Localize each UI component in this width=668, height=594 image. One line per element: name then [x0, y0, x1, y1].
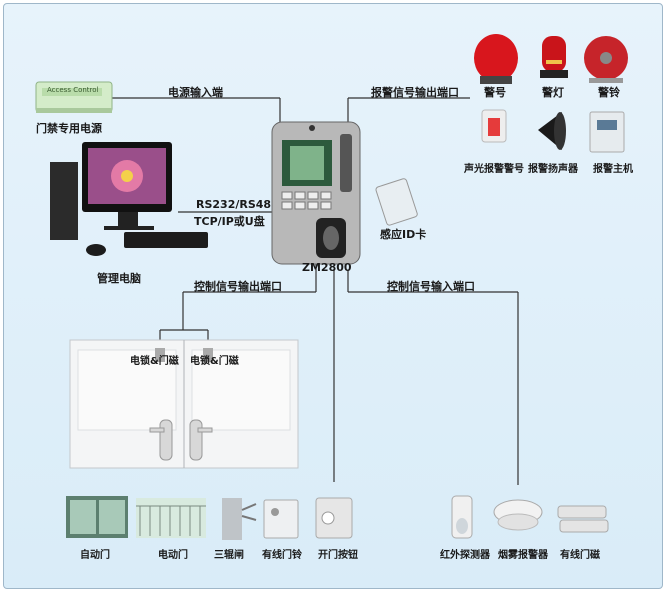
- ctrl-out-line-label: 控制信号输出端口: [194, 280, 282, 293]
- ctrl-out-item-2: 三辊闸: [214, 550, 244, 561]
- alarm-item-0: 警号: [484, 86, 506, 99]
- alarm-item-4: 报警扬声器: [528, 164, 578, 175]
- pc-label: 管理电脑: [97, 272, 141, 285]
- diagram-frame: [3, 3, 663, 589]
- card-label: 感应ID卡: [380, 228, 427, 241]
- lock-label-left: 电锁&门磁: [130, 356, 179, 367]
- alarm-item-5: 报警主机: [593, 164, 633, 175]
- exit-button-icon: [315, 497, 353, 539]
- ctrl-out-item-4: 开门按钮: [318, 550, 358, 561]
- pc-interface-line1: RS232/RS485: [196, 198, 279, 211]
- ctrl-out-item-3: 有线门铃: [262, 550, 302, 561]
- ctrl-in-item-1: 烟雾报警器: [498, 550, 548, 561]
- power-label: 门禁专用电源: [36, 122, 102, 135]
- pc-interface-line2: TCP/IP或U盘: [194, 215, 265, 228]
- ctrl-in-line-label: 控制信号输入端口: [387, 280, 475, 293]
- power-line-label: 电源输入端: [168, 86, 223, 99]
- alarm-line-label: 报警信号输出端口: [371, 86, 459, 99]
- speaker-icon: [538, 112, 566, 150]
- alarm-item-3: 声光报警警号: [464, 164, 524, 175]
- alarm-bell-icon: [584, 36, 628, 83]
- smoke-detector-icon: [493, 499, 543, 531]
- device-model: ZM2800: [302, 261, 352, 274]
- strobe-siren-icon: [481, 109, 507, 143]
- doorbell-icon: [263, 499, 299, 539]
- ctrl-in-item-2: 有线门磁: [560, 550, 600, 561]
- automatic-door-icon: [66, 496, 128, 538]
- alarm-light-icon: [540, 36, 568, 78]
- door-magnet-icon: [557, 505, 609, 533]
- power-brand: Access Control: [47, 86, 99, 94]
- alarm-host-icon: [589, 111, 625, 153]
- ctrl-in-item-0: 红外探测器: [440, 550, 490, 561]
- siren-icon: [474, 34, 518, 84]
- ctrl-out-item-1: 电动门: [158, 550, 188, 561]
- lock-label-right: 电锁&门磁: [190, 356, 239, 367]
- ctrl-out-item-0: 自动门: [80, 550, 110, 561]
- alarm-item-2: 警铃: [598, 86, 620, 99]
- infrared-detector-icon: [451, 495, 473, 539]
- alarm-item-1: 警灯: [542, 86, 564, 99]
- turnstile-icon: [222, 498, 257, 540]
- electric-gate-icon: [136, 498, 206, 538]
